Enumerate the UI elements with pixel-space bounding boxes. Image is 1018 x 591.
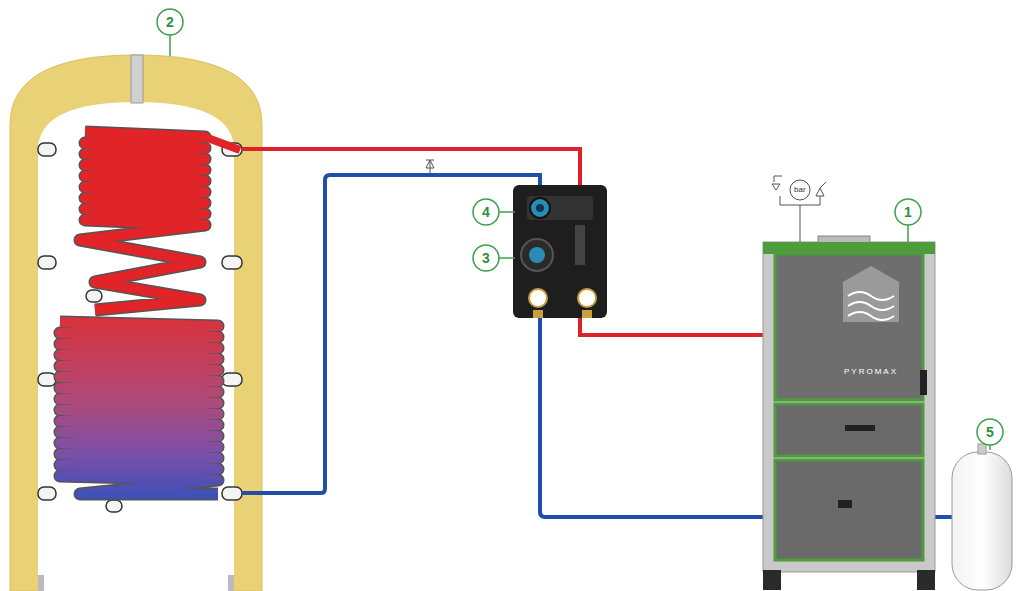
brand-name: PYROMAX <box>844 368 898 376</box>
callout-number: 3 <box>482 251 490 265</box>
callout-number: 2 <box>166 15 174 29</box>
callout-number: 4 <box>482 205 490 219</box>
callout-number: 1 <box>904 205 912 219</box>
callout-number: 5 <box>986 425 994 439</box>
gauge-unit: bar <box>794 186 806 194</box>
